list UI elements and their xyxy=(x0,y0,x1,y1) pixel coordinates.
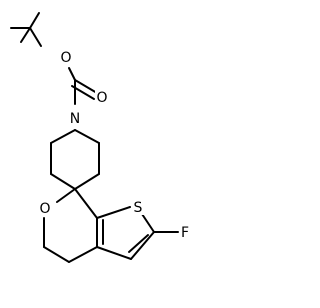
atom-labels: O O N O S F xyxy=(38,49,191,241)
molecule-drawing: O O N O S F xyxy=(10,12,191,263)
bond-c7a-s xyxy=(96,206,131,219)
o-carbonyl-bg xyxy=(95,89,109,105)
bond-quaternary-to-o xyxy=(29,27,42,47)
s-bg xyxy=(132,197,144,215)
piperidine-ring xyxy=(50,129,100,190)
bond-c2-c3-double xyxy=(128,234,149,253)
atom-o-pyran: O xyxy=(39,201,50,217)
pyran-ring xyxy=(43,188,98,263)
atom-f: F xyxy=(181,225,189,241)
atom-o-ether: O xyxy=(60,50,71,66)
atom-n-piperidine: N xyxy=(70,111,80,127)
o-ether-bg xyxy=(59,49,73,65)
f-bg xyxy=(179,224,191,240)
thiophene-ring xyxy=(96,206,179,260)
bond-c3-spiro xyxy=(74,173,100,190)
bond-o-to-c xyxy=(68,67,76,81)
bond-methyl-1 xyxy=(29,12,40,29)
structure-diagram: O O N O S F xyxy=(10,12,191,263)
bond-c6-n xyxy=(50,129,76,144)
bond-c-to-o-double-a xyxy=(74,79,98,94)
bond-n-c2 xyxy=(74,129,100,144)
bond-c2-c3 xyxy=(130,231,155,260)
bond-c7a-spiro xyxy=(74,188,98,219)
o-pyran-bg xyxy=(38,200,52,216)
bond-ch2-ch2 xyxy=(43,246,70,263)
bond-methyl-3 xyxy=(20,27,31,43)
atom-o-carbonyl: O xyxy=(96,90,107,106)
n-bg xyxy=(68,108,82,126)
tert-butyl-group xyxy=(10,12,42,47)
carbamate-group xyxy=(68,67,98,105)
bond-spiro-c5 xyxy=(50,173,76,190)
bond-s-c2 xyxy=(141,213,155,233)
atom-s-thiophene: S xyxy=(134,200,143,216)
bond-ch2-c3a xyxy=(68,246,98,263)
bond-c3-c3a xyxy=(96,246,132,260)
bond-spiro-o xyxy=(56,188,76,203)
